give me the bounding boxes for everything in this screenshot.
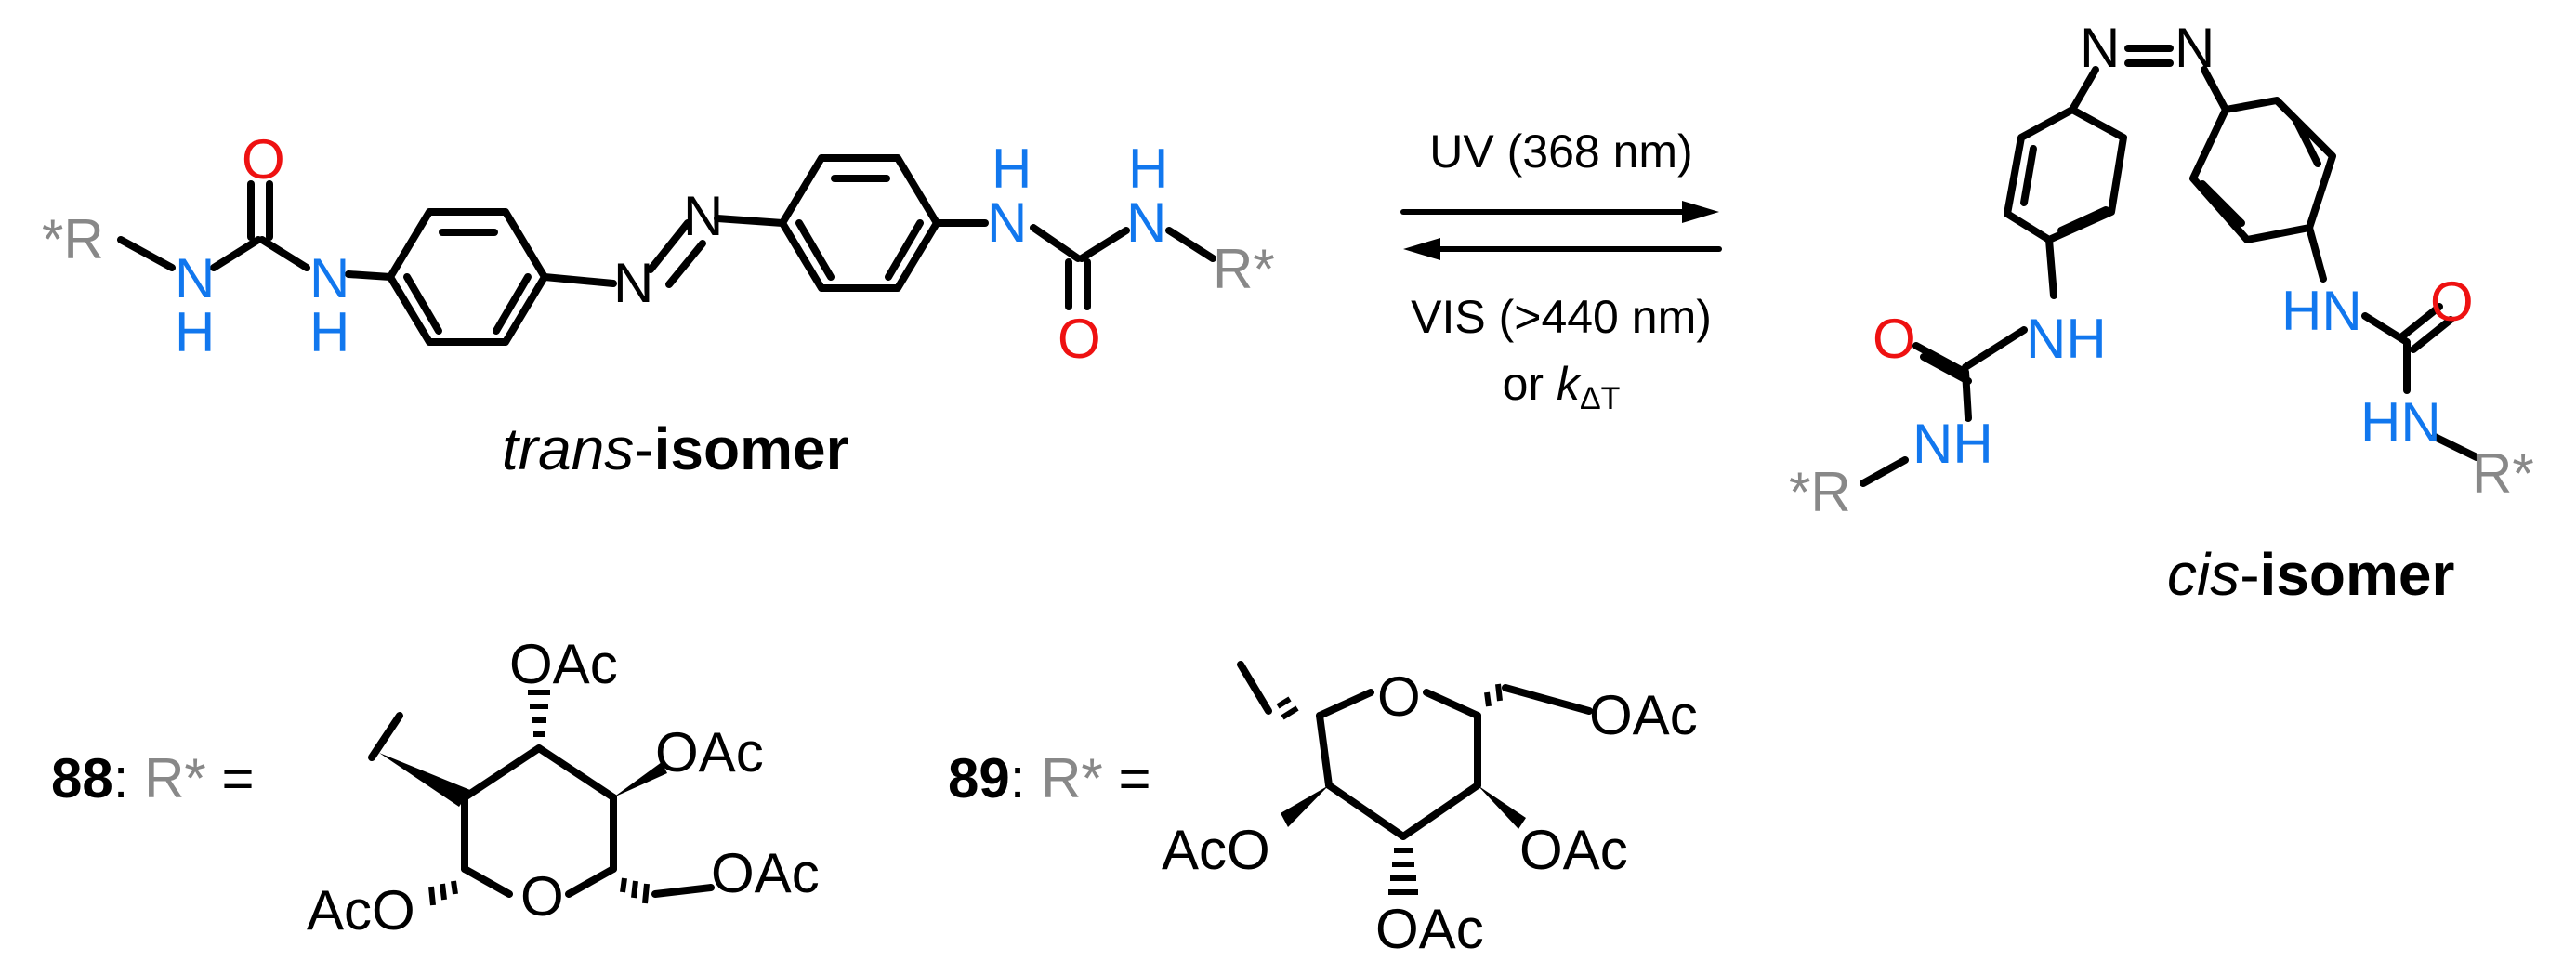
- nitrogen-label: N: [987, 191, 1027, 254]
- acetate-label: OAc: [509, 633, 618, 695]
- trans-isomer-caption: trans-isomer: [502, 415, 848, 482]
- nitrogen-label: N: [309, 247, 349, 309]
- oxygen-label: O: [1873, 308, 1916, 370]
- trans-isomer-structure: [117, 154, 1216, 346]
- uv-condition: UV (368 nm): [1429, 125, 1692, 178]
- compound-89-sugar-structure: [1237, 661, 1593, 895]
- hydrogen-label: H: [992, 138, 1032, 200]
- azo-nitrogen-label: N: [2080, 17, 2120, 79]
- r-group-label: *R: [42, 208, 104, 270]
- cis-isomer-structure: [1860, 45, 2480, 487]
- compound-88-sugar-structure: [368, 690, 715, 906]
- nitrogen-label: N: [1126, 191, 1166, 254]
- acetate-label: AcO: [1162, 819, 1270, 881]
- acetate-label: AcO: [307, 879, 415, 941]
- ring-oxygen-label: O: [520, 865, 564, 928]
- azo-nitrogen-label: N: [683, 185, 723, 247]
- amide-hn-label: HN: [2281, 280, 2362, 342]
- compound-88-labels: OAc OAc O OAc AcO: [307, 633, 820, 941]
- compound-89-labels: O OAc AcO OAc OAc: [1162, 665, 1698, 960]
- acetate-label: OAc: [655, 721, 764, 783]
- oxygen-label: O: [1058, 308, 1101, 370]
- acetate-label: OAc: [1375, 898, 1484, 960]
- hydrogen-label: H: [175, 301, 215, 363]
- r-group-label: R*: [2472, 442, 2534, 505]
- thermal-condition: or kΔT: [1503, 358, 1621, 416]
- acetate-label: OAc: [1589, 684, 1698, 746]
- hydrogen-label: H: [1128, 138, 1168, 200]
- cis-isomer-atom-labels: N N NH O NH *R HN O HN R*: [1789, 17, 2534, 523]
- amide-nh-label: NH: [2026, 308, 2107, 370]
- compound-88-definition: 88: R* =: [51, 747, 255, 809]
- trans-isomer-atom-labels: *R N H O N H N N H N H N O R*: [42, 128, 1275, 370]
- amide-hn-label: HN: [2360, 391, 2441, 454]
- r-group-label: *R: [1789, 461, 1851, 523]
- oxygen-label: O: [2430, 270, 2474, 333]
- hydrogen-label: H: [309, 301, 349, 363]
- amide-nh-label: NH: [1912, 413, 1993, 475]
- acetate-label: OAc: [711, 842, 820, 904]
- azo-nitrogen-label: N: [613, 252, 653, 314]
- compound-89-definition: 89: R* =: [948, 747, 1151, 809]
- acetate-label: OAc: [1519, 819, 1628, 881]
- oxygen-label: O: [242, 128, 285, 191]
- vis-condition: VIS (>440 nm): [1411, 291, 1712, 343]
- azo-nitrogen-label: N: [2175, 17, 2215, 79]
- ring-oxygen-label: O: [1377, 665, 1421, 728]
- r-group-label: R*: [1213, 238, 1275, 300]
- nitrogen-label: N: [175, 247, 215, 309]
- equilibrium-arrows: [1400, 201, 1722, 260]
- cis-isomer-caption: cis-isomer: [2167, 541, 2454, 608]
